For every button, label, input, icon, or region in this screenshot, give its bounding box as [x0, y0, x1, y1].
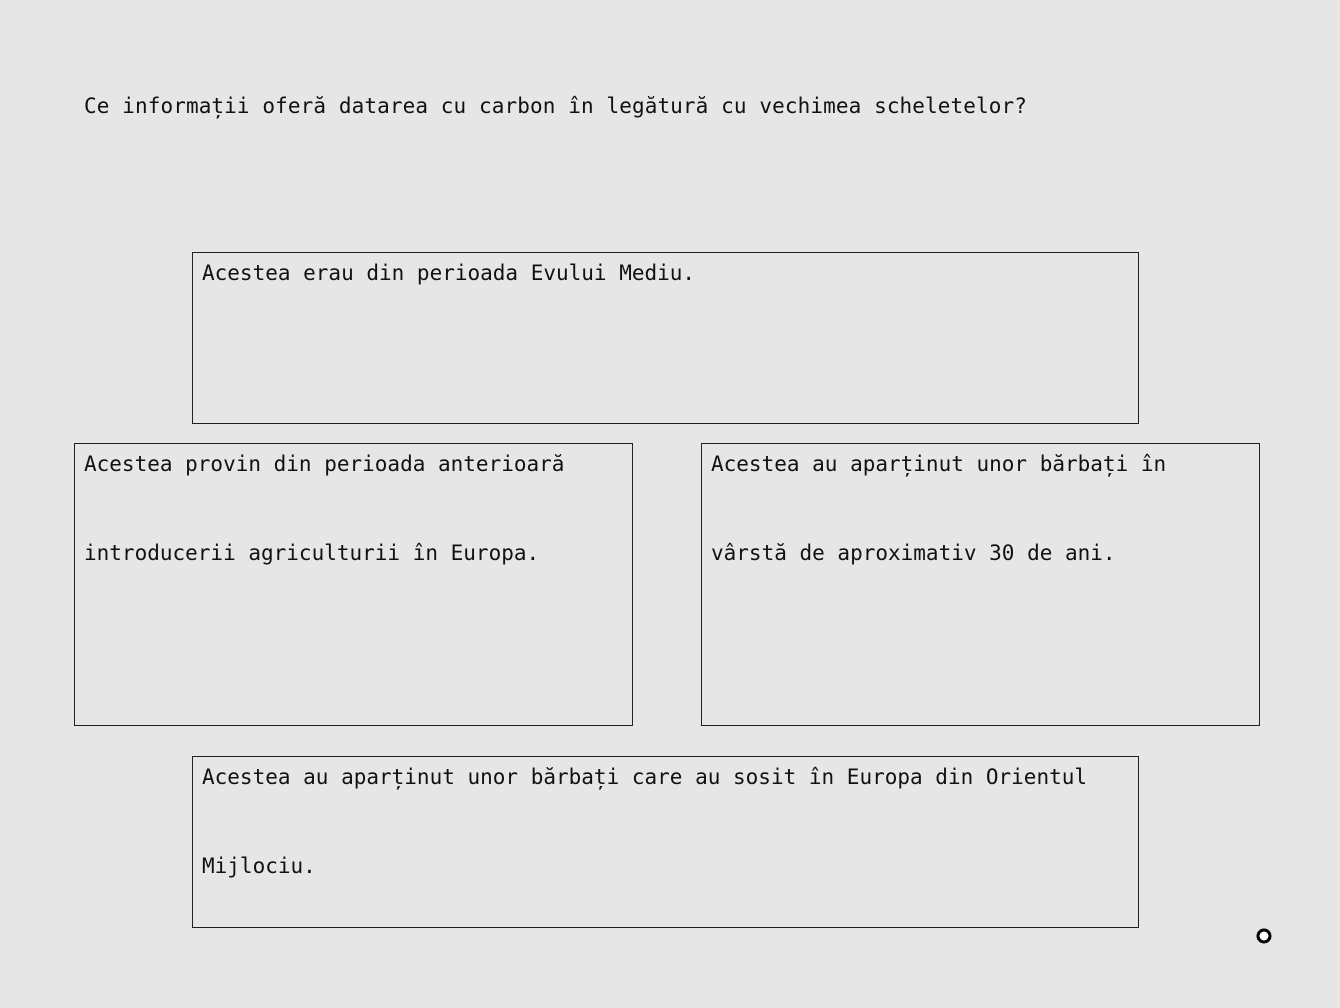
- answer-option-2-label: Acestea provin din perioada anterioară i…: [84, 452, 565, 565]
- answer-option-1-label: Acestea erau din perioada Evului Mediu.: [202, 261, 696, 285]
- question-text: Ce informații oferă datarea cu carbon în…: [84, 94, 1027, 118]
- answer-option-3[interactable]: Acestea au aparținut unor bărbați în vâr…: [701, 443, 1260, 726]
- answer-option-1[interactable]: Acestea erau din perioada Evului Mediu.: [192, 252, 1139, 424]
- answer-option-2[interactable]: Acestea provin din perioada anterioară i…: [74, 443, 633, 726]
- answer-option-4[interactable]: Acestea au aparținut unor bărbați care a…: [192, 756, 1139, 928]
- answer-option-4-label: Acestea au aparținut unor bărbați care a…: [202, 765, 1088, 878]
- answer-option-3-label: Acestea au aparținut unor bărbați în vâr…: [711, 452, 1167, 565]
- ring-cursor-icon: [1256, 928, 1272, 944]
